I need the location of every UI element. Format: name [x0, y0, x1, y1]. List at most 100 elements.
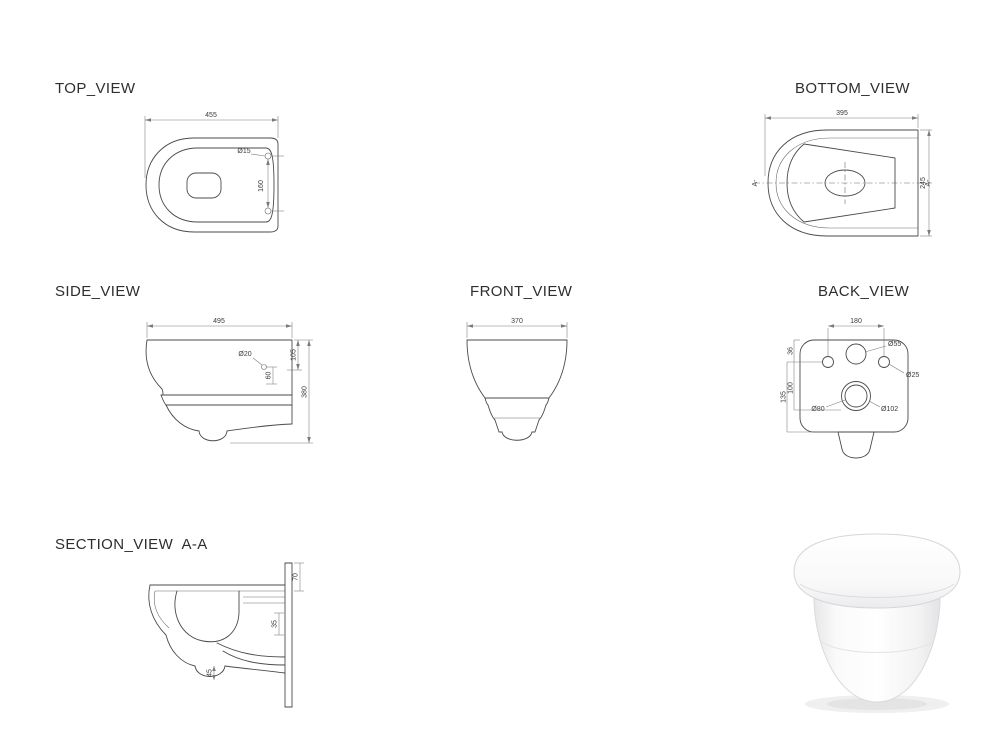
dim-arrow: [307, 437, 311, 443]
front-width-dim-text: 370: [511, 318, 523, 325]
fixing-hole-left: [822, 356, 834, 368]
body-outline: [799, 339, 909, 433]
front-view-drawing: 370: [458, 312, 583, 462]
rim-left-curve: [484, 397, 489, 406]
bowl-underside-curve: [165, 404, 200, 432]
dim-arrow: [307, 340, 311, 346]
back-outlet-outer-text: Ø102: [881, 406, 898, 413]
right-side-curve: [548, 339, 568, 399]
side-height-dim-text: 380: [302, 386, 309, 398]
front-view-title: FRONT_VIEW: [470, 283, 573, 300]
dim-arrow: [828, 324, 834, 328]
toilet-body: [813, 589, 941, 703]
fixing-hole: [261, 364, 267, 370]
hinge-hole: [264, 152, 272, 160]
product-photo: [782, 520, 967, 720]
leader-line: [888, 363, 905, 374]
outlet-hole-outer: [841, 381, 871, 411]
bottom-view-svg: 395 A- A- 245: [752, 110, 932, 237]
dim-arrow: [878, 324, 884, 328]
dim-arrow: [296, 364, 300, 370]
trap-channel-upper: [216, 642, 286, 658]
side-width-dim-text: 495: [213, 318, 225, 325]
back-view-drawing: 180 Ø55 Ø25 Ø80 Ø102 36: [781, 312, 937, 477]
bottom-height-dim-text: 245: [920, 177, 927, 189]
dim-arrow: [145, 118, 151, 122]
back-dim-inner-text: 100: [788, 382, 795, 394]
side-view-drawing: 495 Ø20 105 60: [135, 312, 320, 467]
lid-seam: [799, 583, 955, 598]
outlet-bump: [198, 430, 228, 442]
side-upper-dim-text: 105: [291, 349, 298, 361]
bottom-back-curve: [224, 665, 286, 674]
dim-arrow: [927, 130, 931, 136]
back-hole-side-text: Ø25: [906, 372, 919, 379]
bowl-cavity: [174, 590, 240, 643]
bottom-view-drawing: 395 A- A- 245: [752, 104, 937, 254]
shadow-inner: [827, 698, 927, 710]
front-view-svg: 370: [466, 318, 568, 441]
outlet-bump: [501, 431, 533, 441]
foot-left: [494, 419, 503, 433]
leader-line: [868, 400, 881, 408]
foot-right: [531, 419, 540, 433]
dim-arrow: [266, 159, 270, 165]
seat-outer-outline: [145, 137, 279, 233]
dim-arrow: [147, 324, 153, 328]
leader-line: [252, 357, 263, 366]
top-hole-dim-text: Ø15: [237, 148, 250, 155]
dim-arrow: [212, 675, 216, 680]
back-width-dim-text: 180: [850, 318, 862, 325]
front-inner-curve: [153, 590, 170, 629]
leader-line: [250, 153, 266, 157]
dim-arrow: [912, 116, 918, 120]
front-edge-curve: [145, 339, 164, 396]
side-view-title: SIDE_VIEW: [55, 283, 141, 300]
trap-channel-lower: [222, 650, 286, 666]
back-view-svg: 180 Ø55 Ø25 Ø80 Ø102 36: [781, 318, 919, 459]
hinge-hole: [264, 207, 272, 215]
product-photo-svg: [793, 533, 961, 713]
left-side-curve: [466, 339, 486, 399]
dim-arrow: [467, 324, 473, 328]
pedestal-left: [487, 404, 496, 421]
bottom-width-dim-text: 395: [836, 110, 848, 117]
fixing-hole-right: [878, 356, 890, 368]
section-dim-bottom-text: 45: [207, 669, 214, 677]
foot-right: [869, 431, 875, 450]
seat-inner-outline: [158, 147, 275, 223]
pedestal-right: [538, 404, 547, 421]
dim-arrow: [296, 340, 300, 346]
dim-arrow: [765, 116, 771, 120]
section-dim-mid-text: 35: [272, 620, 279, 628]
rim-front-curve: [160, 394, 167, 406]
water-spot-outline: [186, 172, 222, 199]
dim-arrow: [212, 666, 216, 671]
top-view-drawing: 455 160 Ø15: [132, 104, 317, 249]
back-outlet-inner-text: Ø80: [811, 406, 824, 413]
section-marker-left: A-: [752, 179, 759, 187]
bottom-back-curve: [226, 423, 293, 432]
leader-line: [825, 399, 846, 408]
mounting-frame-outline: [786, 143, 896, 223]
toilet-lid: [793, 533, 961, 609]
body-seam: [821, 641, 933, 653]
back-dim-outer-text: 135: [781, 391, 788, 403]
front-edge-curve: [148, 584, 167, 636]
top-height-dim-text: 160: [258, 180, 265, 192]
top-view-svg: 455 160 Ø15: [144, 112, 284, 233]
back-view-title: BACK_VIEW: [818, 283, 910, 300]
dim-arrow: [286, 324, 292, 328]
dim-arrow: [272, 118, 278, 122]
side-fixing-dim-text: 60: [266, 372, 273, 380]
section-view-title: SECTION_VIEW A-A: [55, 536, 208, 553]
inlet-hole: [845, 343, 867, 365]
bowl-bottom-curve: [165, 634, 196, 667]
leader-line: [864, 345, 887, 353]
dim-arrow: [927, 230, 931, 236]
side-view-svg: 495 Ø20 105 60: [145, 318, 313, 444]
outlet-bump: [841, 448, 871, 459]
rim-right-curve: [545, 397, 550, 406]
dim-arrow: [266, 202, 270, 208]
